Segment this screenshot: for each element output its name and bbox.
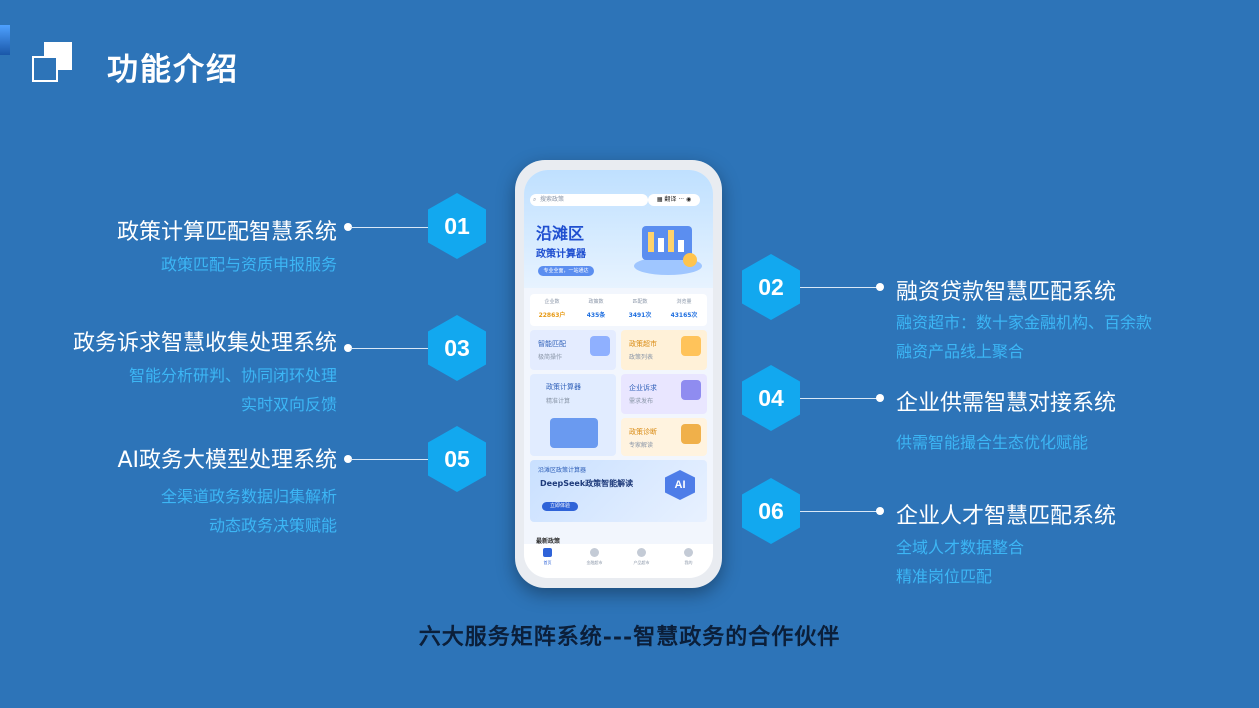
feature-04-connector bbox=[800, 398, 878, 399]
feature-01-connector bbox=[350, 227, 430, 228]
laptop-icon bbox=[550, 418, 598, 448]
phone-hero-title: 沿滩区 bbox=[536, 224, 585, 243]
card-policy-market[interactable]: 政策超市政策列表 bbox=[621, 330, 707, 370]
phone-screen: ⌕ 搜索政策 ▦ 翻译 ··· ◉ 沿滩区 政策计算器 专业全面，一站通达 企业… bbox=[524, 170, 713, 578]
search-icon: ⌕ bbox=[533, 196, 537, 203]
feature-03-desc-line2: 实时双向反馈 bbox=[240, 395, 337, 414]
feature-05-connector bbox=[350, 459, 430, 460]
feature-06-desc-line2: 精准岗位匹配 bbox=[896, 567, 993, 586]
feature-03-title: 政务诉求智慧收集处理系统 bbox=[72, 331, 337, 356]
banner-title: DeepSeek政策智能解读 bbox=[540, 479, 634, 488]
feature-01-desc-line1: 政策匹配与资质申报服务 bbox=[160, 255, 337, 274]
feature-06-connector bbox=[800, 511, 878, 512]
phone-hero-tag: 专业全面，一站通达 bbox=[538, 266, 594, 276]
feature-01-title: 政策计算匹配智慧系统 bbox=[116, 220, 337, 245]
feature-04-number-badge: 04 bbox=[742, 365, 800, 431]
page-title: 功能介绍 bbox=[107, 52, 239, 88]
footer-slogan: 六大服务矩阵系统---智慧政务的合作伙伴 bbox=[418, 624, 841, 650]
card-smart-match[interactable]: 智能匹配极简操作 bbox=[530, 330, 616, 370]
phone-translate-button[interactable]: ▦ 翻译 ··· ◉ bbox=[648, 194, 700, 206]
translate-label: 翻译 bbox=[664, 196, 677, 203]
inbox-icon bbox=[681, 380, 701, 400]
feature-04-desc-line1: 供需智能撮合生态优化赋能 bbox=[896, 433, 1089, 452]
ai-badge-icon: AI bbox=[665, 470, 695, 500]
house-icon bbox=[681, 336, 701, 356]
banner-try-button[interactable]: 立即体验 bbox=[542, 502, 578, 511]
tab-mine[interactable]: 我的 bbox=[665, 548, 712, 566]
grid-icon: ▦ bbox=[656, 196, 665, 203]
hourglass-icon bbox=[681, 424, 701, 444]
feature-03-connector bbox=[350, 348, 430, 349]
feature-06-dot bbox=[876, 507, 884, 515]
phone-hero-subtitle: 政策计算器 bbox=[536, 249, 586, 260]
feature-02-number-badge: 02 bbox=[742, 254, 800, 320]
feature-02-title: 融资贷款智慧匹配系统 bbox=[896, 280, 1117, 305]
tab-product-market[interactable]: 产品超市 bbox=[618, 548, 665, 566]
feature-02-connector bbox=[800, 287, 878, 288]
phone-mockup: ⌕ 搜索政策 ▦ 翻译 ··· ◉ 沿滩区 政策计算器 专业全面，一站通达 企业… bbox=[515, 160, 722, 588]
card-policy-calculator[interactable]: 政策计算器精准计算 bbox=[530, 374, 616, 456]
title-squares-icon bbox=[32, 42, 76, 86]
feature-05-title: AI政务大模型处理系统 bbox=[117, 448, 337, 473]
hero-illustration-icon bbox=[634, 226, 702, 275]
feature-04-dot bbox=[876, 394, 884, 402]
home-icon bbox=[543, 548, 552, 557]
corner-accent bbox=[0, 25, 10, 55]
feature-06-title: 企业人才智慧匹配系统 bbox=[896, 504, 1117, 529]
feature-03-desc-line1: 智能分析研判、协同闭环处理 bbox=[128, 366, 337, 385]
feature-03-number-badge: 03 bbox=[428, 315, 486, 381]
feature-05-desc-line1: 全渠道政务数据归集解析 bbox=[160, 487, 337, 506]
tab-finance-market[interactable]: 金融超市 bbox=[571, 548, 618, 566]
feature-04-title: 企业供需智慧对接系统 bbox=[896, 391, 1117, 416]
card-enterprise-request[interactable]: 企业诉求需求发布 bbox=[621, 374, 707, 414]
phone-search-input[interactable]: ⌕ 搜索政策 bbox=[530, 194, 648, 206]
feature-06-number-badge: 06 bbox=[742, 478, 800, 544]
finance-icon bbox=[590, 548, 599, 557]
deepseek-banner[interactable]: 沿滩区政策计算器 DeepSeek政策智能解读 立即体验 AI bbox=[530, 460, 707, 522]
document-icon bbox=[590, 336, 610, 356]
tab-home[interactable]: 首页 bbox=[524, 548, 571, 566]
banner-small-label: 沿滩区政策计算器 bbox=[538, 467, 587, 474]
product-icon bbox=[637, 548, 646, 557]
card-policy-diagnosis[interactable]: 政策诊断专家解读 bbox=[621, 418, 707, 456]
feature-01-number-badge: 01 bbox=[428, 193, 486, 259]
feature-05-dot bbox=[344, 455, 352, 463]
phone-tab-bar: 首页 金融超市 产品超市 我的 bbox=[524, 544, 713, 578]
feature-05-number-badge: 05 bbox=[428, 426, 486, 492]
phone-search-placeholder: 搜索政策 bbox=[540, 196, 565, 203]
news-heading: 最新政策 bbox=[536, 538, 561, 545]
feature-02-dot bbox=[876, 283, 884, 291]
feature-05-desc-line2: 动态政务决策赋能 bbox=[208, 516, 337, 535]
feature-02-desc-line2: 融资产品线上聚合 bbox=[896, 342, 1025, 361]
feature-02-desc-line1: 融资超市：数十家金融机构、百余款 bbox=[896, 313, 1153, 332]
feature-03-dot bbox=[344, 344, 352, 352]
feature-01-dot bbox=[344, 223, 352, 231]
user-icon bbox=[684, 548, 693, 557]
feature-06-desc-line1: 全域人才数据整合 bbox=[896, 538, 1025, 557]
